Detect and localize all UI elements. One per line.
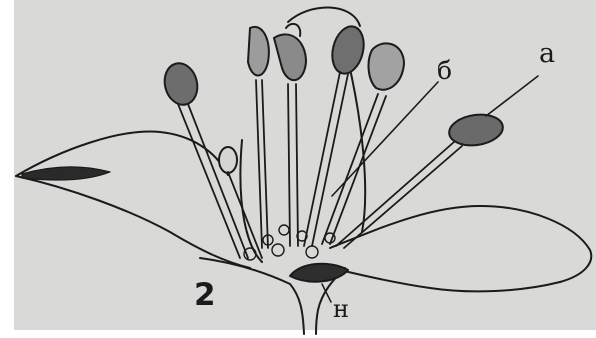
right-petal [330,206,591,291]
label-n: н [333,297,349,321]
label-b: б [437,58,452,83]
left-petal [16,132,250,268]
receptacle-and-stem [200,258,348,334]
figure-number: 2 [194,280,216,311]
leader-line-a [486,76,538,116]
label-a: а [539,40,555,67]
